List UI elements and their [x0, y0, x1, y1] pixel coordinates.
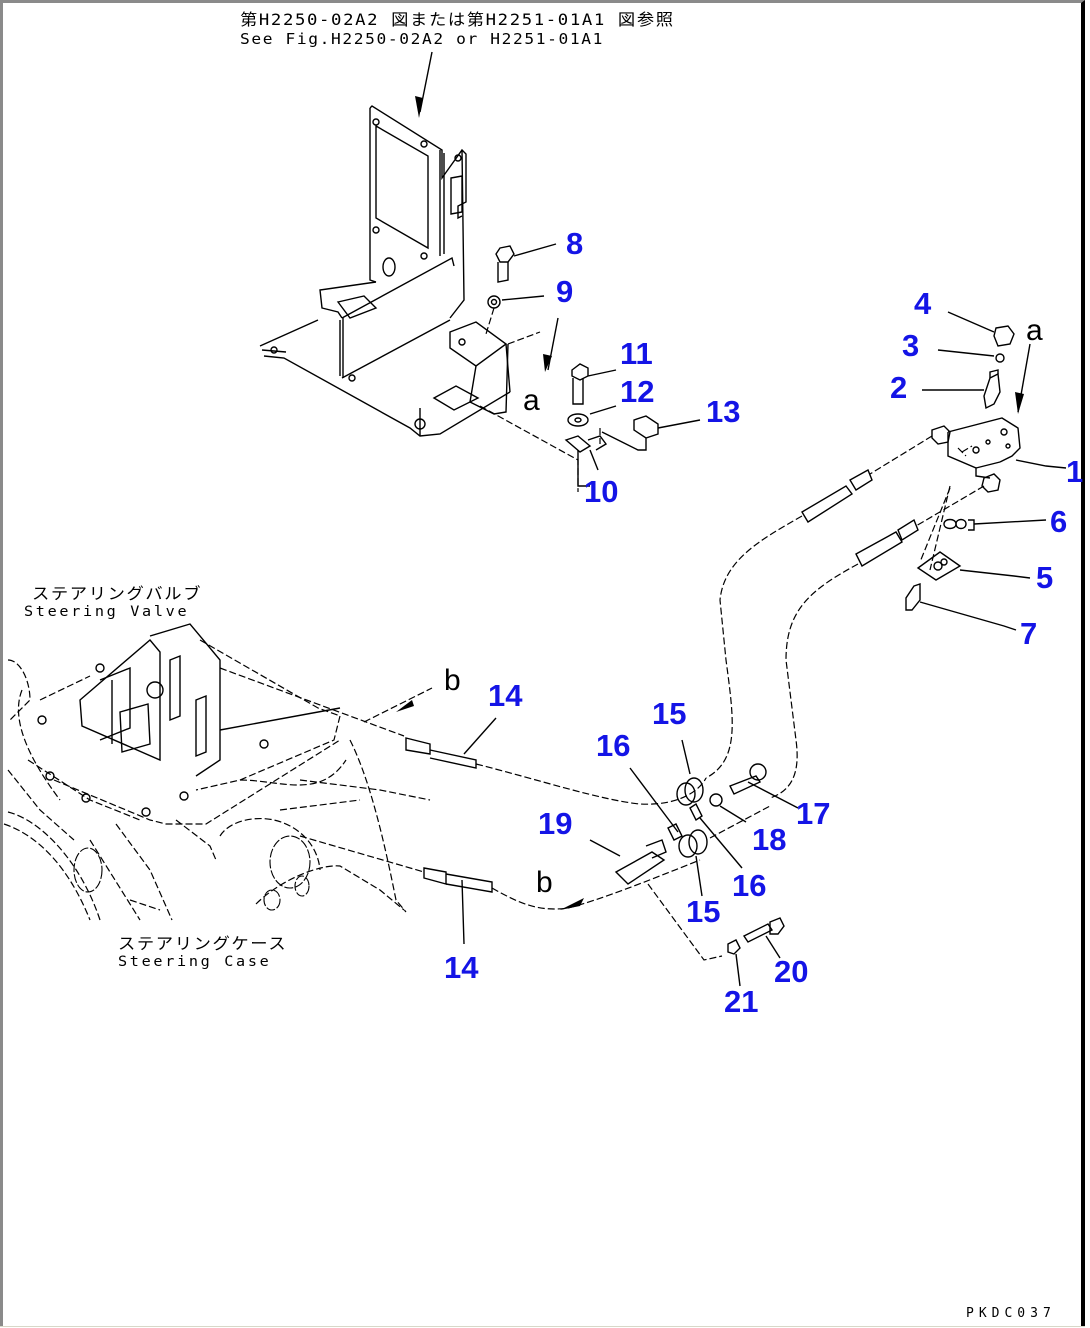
steering-case-label-english: Steering Case	[118, 954, 272, 970]
switch-2-drawing	[922, 369, 1001, 410]
callout-6[interactable]: 6	[1050, 504, 1068, 539]
callout-16-upper[interactable]: 16	[596, 728, 631, 763]
clamp-15-lower	[678, 829, 708, 897]
arrow-to-a-right	[1015, 343, 1031, 414]
pipe-14-upper	[219, 667, 707, 805]
cap-4-drawing	[947, 311, 1015, 347]
plate-5-drawing	[916, 485, 1031, 581]
clamp-13-drawing	[633, 415, 701, 439]
bolt-17-drawing	[729, 763, 799, 809]
callout-3[interactable]: 3	[902, 328, 920, 363]
connection-letter-a-top: a	[523, 384, 540, 417]
steering-valve-drawing	[7, 623, 341, 841]
connection-letter-b-top: b	[444, 664, 461, 697]
callout-8[interactable]: 8	[566, 226, 584, 261]
washer-12-drawing	[567, 405, 617, 427]
callout-14-upper[interactable]: 14	[488, 678, 523, 713]
steering-case-drawing	[3, 739, 431, 921]
callout-9[interactable]: 9	[556, 274, 574, 309]
clamp-15-upper	[676, 739, 704, 806]
callout-14-lower[interactable]: 14	[444, 950, 479, 985]
plate-16-drawing	[629, 767, 743, 869]
callout-2[interactable]: 2	[890, 370, 908, 405]
valve-block-1-drawing	[931, 417, 1067, 493]
washer-18-drawing	[709, 793, 771, 839]
clip-10-drawing	[564, 428, 647, 487]
steering-valve-label-japanese: ステアリングバルブ	[32, 584, 203, 603]
steering-valve-label-english: Steering Valve	[24, 604, 190, 620]
bolt-8-drawing	[495, 243, 557, 283]
arrow-to-a-top	[543, 317, 559, 372]
frame-bottom-edge	[0, 1326, 1085, 1327]
callout-5[interactable]: 5	[1036, 560, 1054, 595]
bolt-20-drawing	[742, 917, 785, 959]
mounting-bracket	[259, 105, 579, 492]
callout-7[interactable]: 7	[1020, 616, 1038, 651]
washer-9-drawing	[485, 295, 545, 335]
callout-11[interactable]: 11	[620, 336, 653, 371]
callout-12[interactable]: 12	[620, 374, 655, 409]
callout-15-lower[interactable]: 15	[686, 894, 721, 929]
callout-4[interactable]: 4	[914, 286, 932, 321]
bolt-7-drawing	[905, 583, 1017, 631]
callout-20[interactable]: 20	[774, 954, 809, 989]
callout-16-lower[interactable]: 16	[732, 868, 767, 903]
reference-note-english: See Fig.H2250-02A2 or H2251-01A1	[240, 30, 604, 48]
clamp-19-drawing	[589, 839, 723, 961]
callout-15-upper[interactable]: 15	[652, 696, 687, 731]
pipe-14-lower	[299, 835, 701, 945]
bolt-11-drawing	[571, 363, 617, 405]
nut-21-drawing	[727, 939, 741, 987]
steering-case-label-japanese: ステアリングケース	[118, 934, 288, 953]
nut-3-drawing	[937, 349, 1005, 363]
callout-13[interactable]: 13	[706, 394, 741, 429]
callout-10[interactable]: 10	[584, 474, 619, 509]
reference-leader	[415, 51, 433, 118]
oring-6-drawing	[943, 518, 1047, 531]
hose-lower	[769, 485, 985, 799]
reference-note-japanese: 第H2250-02A2 図または第H2251-01A1 図参照	[240, 10, 675, 29]
document-code: PKDC037	[966, 1306, 1056, 1321]
hose-upper	[705, 435, 933, 779]
callout-1[interactable]: 1	[1066, 454, 1084, 489]
connection-letter-b-bottom: b	[536, 866, 553, 899]
callout-19[interactable]: 19	[538, 806, 573, 841]
connection-letter-a-right: a	[1026, 314, 1043, 347]
callout-17[interactable]: 17	[796, 796, 831, 831]
callout-21[interactable]: 21	[724, 984, 759, 1019]
callout-18[interactable]: 18	[752, 822, 787, 857]
